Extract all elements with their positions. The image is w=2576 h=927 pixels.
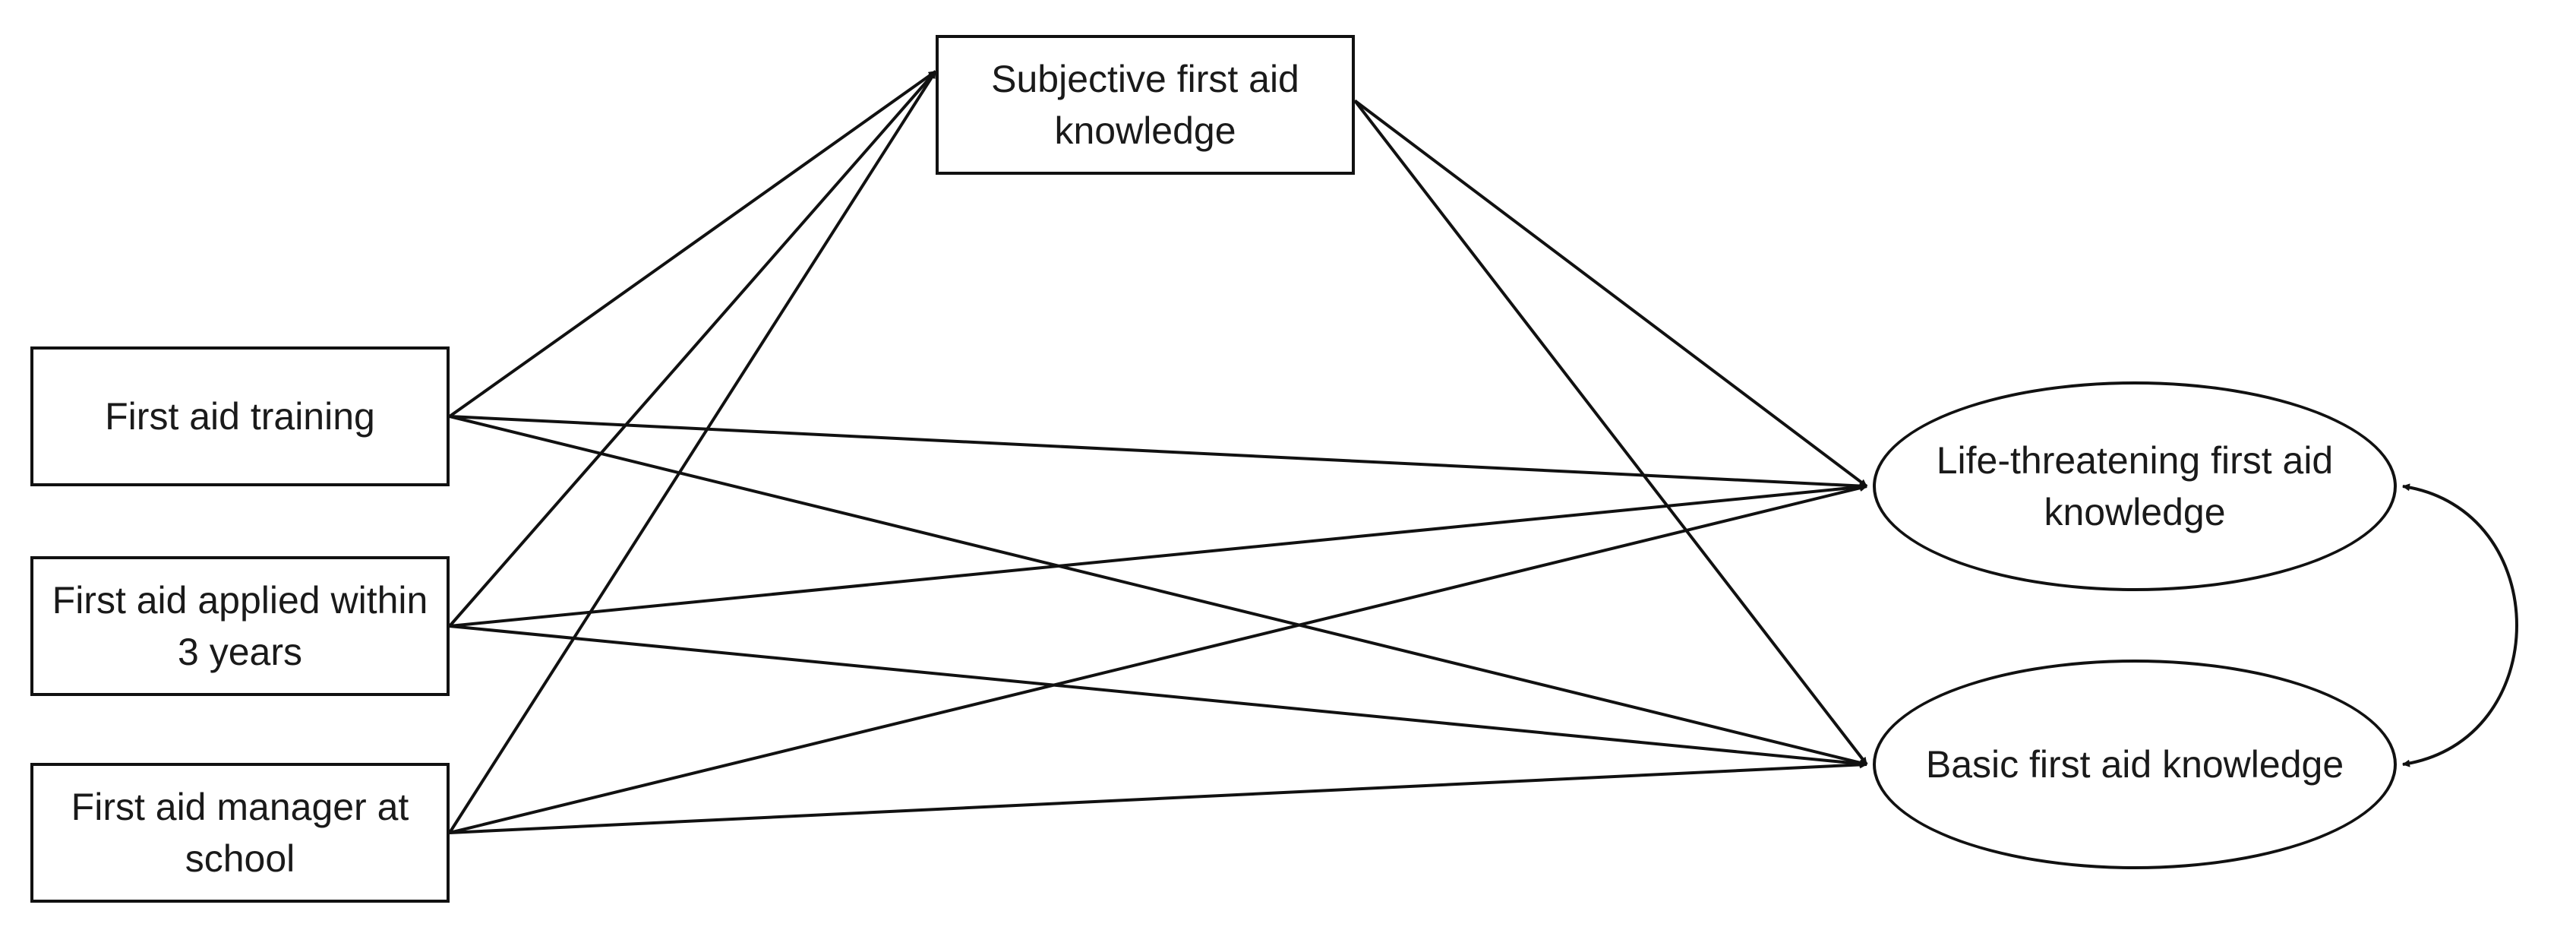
path-arrow-manager-to-life_threatening bbox=[449, 484, 1867, 834]
path-arrow-subjective-to-basic bbox=[1353, 100, 1868, 766]
node-first-aid-applied-within-3-years: First aid applied within 3 years bbox=[30, 556, 450, 696]
node-label: First aid manager at school bbox=[71, 786, 409, 880]
node-subjective-first-aid-knowledge: Subjective first aid knowledge bbox=[936, 35, 1355, 175]
path-arrow-applied-to-life_threatening bbox=[449, 482, 1867, 628]
node-first-aid-training: First aid training bbox=[30, 346, 450, 486]
path-arrow-training-to-life_threatening bbox=[449, 415, 1867, 490]
node-label: First aid applied within 3 years bbox=[52, 579, 428, 673]
edge-layer bbox=[448, 70, 2518, 834]
path-arrow-manager-to-basic bbox=[449, 761, 1867, 834]
node-label: Life-threatening first aid knowledge bbox=[1936, 439, 2334, 533]
path-arrow-manager-to-subjective bbox=[448, 70, 937, 834]
path-arrow-training-to-basic bbox=[449, 415, 1867, 767]
node-label: Subjective first aid knowledge bbox=[991, 58, 1299, 152]
path-arrow-training-to-subjective bbox=[448, 70, 937, 418]
path-arrow-applied-to-basic bbox=[449, 625, 1867, 768]
node-first-aid-manager-at-school: First aid manager at school bbox=[30, 763, 450, 903]
path-arrow-subjective-to-life_threatening bbox=[1353, 99, 1868, 488]
node-label: First aid training bbox=[105, 395, 375, 438]
node-life-threatening-first-aid-knowledge: Life-threatening first aid knowledge bbox=[1873, 381, 2397, 591]
path-arrow-applied-to-subjective bbox=[448, 70, 937, 628]
covariance-arrow-life_threatening-basic bbox=[2402, 483, 2518, 767]
node-label: Basic first aid knowledge bbox=[1925, 743, 2344, 786]
node-basic-first-aid-knowledge: Basic first aid knowledge bbox=[1873, 660, 2397, 869]
